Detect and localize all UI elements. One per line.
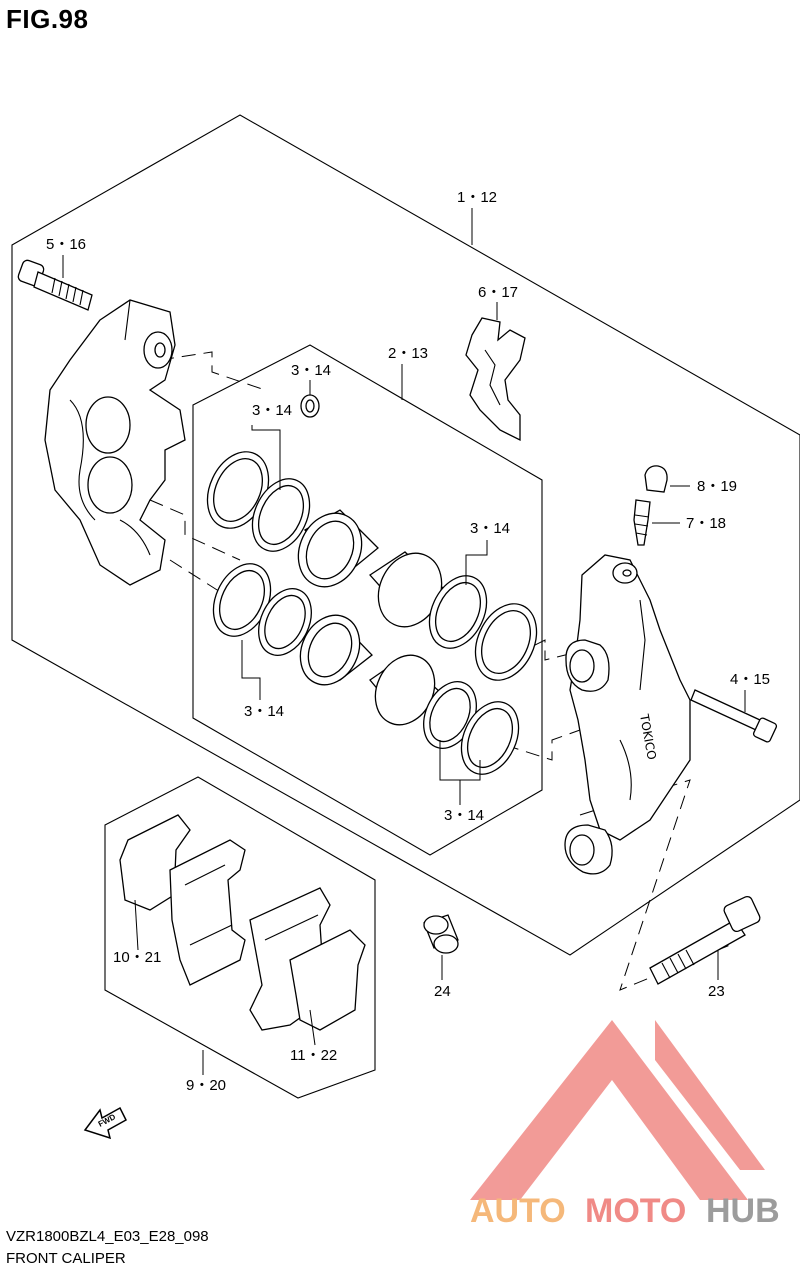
pad-set-frame	[104, 776, 376, 1099]
leader-3-14-lower-left	[241, 640, 261, 700]
watermark-triangle-right	[655, 1020, 765, 1170]
callout-23: 23	[708, 983, 725, 1000]
callout-7-18: 7・18	[686, 515, 726, 532]
small-seal-inner	[305, 399, 315, 413]
caliper-assembly-frame	[11, 114, 800, 956]
caliper-body-right: TOKICO	[564, 554, 691, 875]
callout-24: 24	[434, 983, 451, 1000]
align-line-upper	[159, 351, 266, 391]
diagram-code: VZR1800BZL4_E03_E28_098	[6, 1228, 209, 1245]
pad-pin	[690, 689, 778, 743]
piston-upper-left	[297, 509, 379, 588]
callout-10-21: 10・21	[113, 949, 161, 966]
piston-kit-frame	[192, 344, 543, 856]
brake-pad-left	[119, 814, 246, 986]
align-line-lower	[169, 559, 226, 596]
leader-3-14-upper-left	[251, 425, 281, 490]
piston-seals-left-lower	[212, 563, 312, 656]
align-line-right-upper	[514, 639, 586, 661]
align-line-mid	[149, 499, 241, 561]
brake-pad-right	[249, 887, 366, 1031]
watermark-moto: MOTO	[585, 1192, 686, 1230]
leader-3-14-upper-right	[465, 540, 488, 585]
piston-seals-right-upper	[428, 575, 538, 681]
leader-10-21	[134, 899, 139, 951]
caliper-mounting-bolt	[17, 259, 93, 311]
diagram-name: FRONT CALIPER	[6, 1250, 126, 1267]
piston-lower-left	[299, 614, 373, 686]
fwd-arrow: FWD	[83, 1106, 127, 1140]
piston-upper-right	[369, 551, 446, 628]
callout-3-14-lower-left: 3・14	[244, 703, 284, 720]
piston-seals-right-lower	[423, 681, 520, 775]
callout-6-17: 6・17	[478, 284, 518, 301]
callout-3-14-upper-left: 3・14	[252, 402, 292, 419]
callout-5-16: 5・16	[46, 236, 86, 253]
callout-3-14-upper-right: 3・14	[470, 520, 510, 537]
leader-11-22	[309, 1009, 316, 1046]
watermark-triangle-inner	[560, 1110, 660, 1175]
piston-lower-right	[369, 654, 441, 726]
figure-title: FIG.98	[6, 4, 89, 34]
watermark-hub: HUB	[706, 1192, 780, 1230]
callout-3-14-top: 3・14	[291, 362, 331, 379]
callout-11-22: 11・22	[290, 1047, 337, 1064]
callout-3-14-lower-right: 3・14	[444, 807, 484, 824]
callout-8-19: 8・19	[697, 478, 737, 495]
caliper-bolt	[649, 895, 761, 985]
bleeder-valve	[633, 499, 651, 546]
collar	[423, 914, 459, 954]
caliper-body-left	[44, 299, 186, 586]
piston-seals-left-upper	[206, 451, 311, 552]
watermark-triangle-outer	[470, 1020, 748, 1200]
watermark-logo	[470, 1020, 765, 1200]
watermark-auto: AUTO	[470, 1192, 566, 1230]
align-line-right-lower	[504, 729, 581, 761]
pad-spring	[465, 317, 526, 442]
callout-2-13: 2・13	[388, 345, 428, 362]
callout-1-12: 1・12	[457, 189, 497, 206]
callout-9-20: 9・20	[186, 1077, 226, 1094]
callout-4-15: 4・15	[730, 671, 770, 688]
bleeder-cap	[644, 465, 668, 493]
